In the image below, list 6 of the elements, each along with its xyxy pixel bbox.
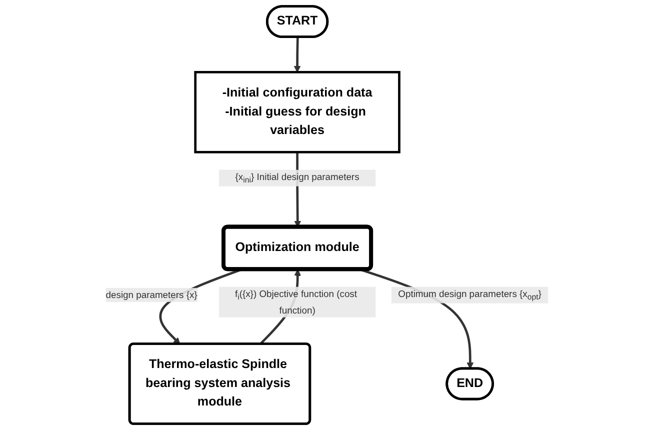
edge-label: f$_{i}$({x}) Objective function (cost function) [234, 288, 358, 316]
arrow [294, 37, 301, 72]
edge-label: {x$_{ini}$} Initial design parameters [235, 171, 360, 185]
edge-label: Optimum design parameters {x$_{opt}$} [398, 288, 542, 302]
edge-label: design parameters {x} [106, 289, 198, 300]
node-box: -Initial configuration data -Initial guess for design variables [194, 70, 400, 154]
